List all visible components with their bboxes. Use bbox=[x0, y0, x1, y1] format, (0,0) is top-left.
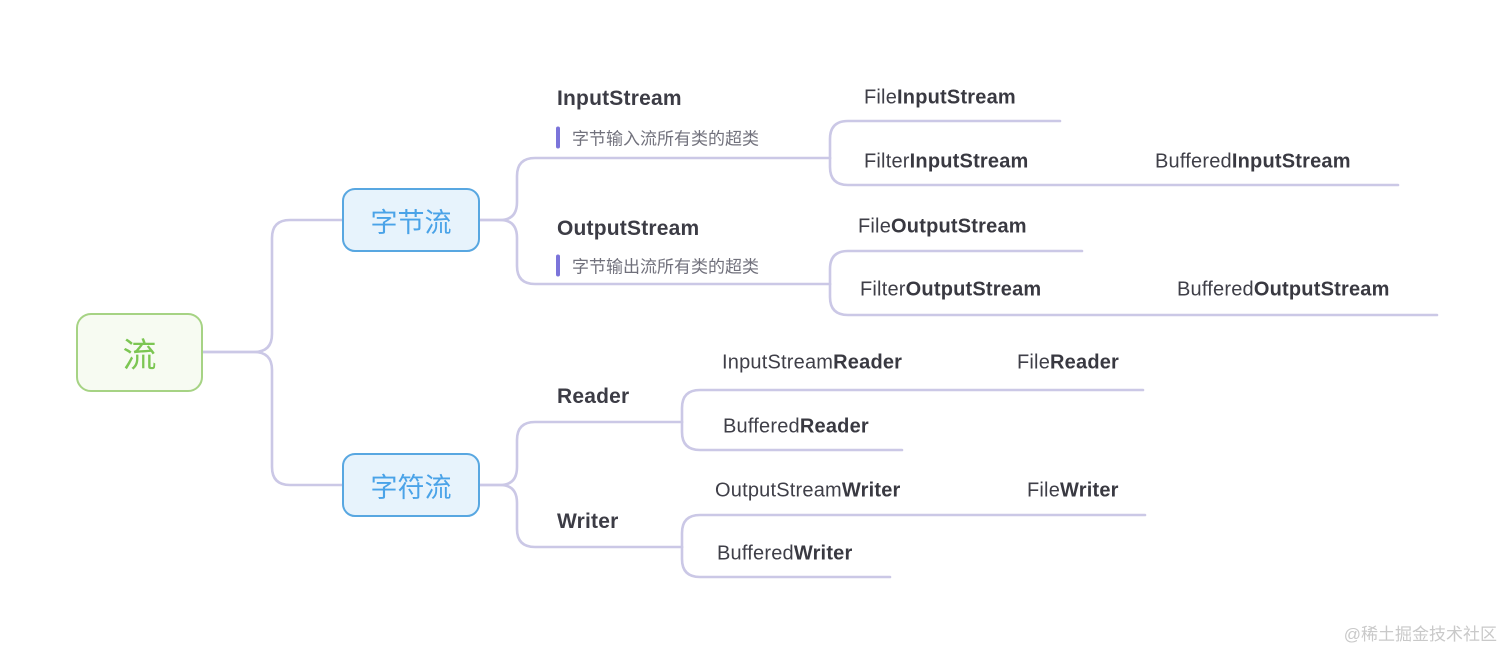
class-suffix: InputStream bbox=[1231, 150, 1351, 173]
node-root-label: 流 bbox=[122, 337, 157, 375]
edge-char-to-writer bbox=[478, 483, 684, 549]
class-suffix: InputStream bbox=[897, 86, 1016, 109]
class-fileinputstream: FileInputStream bbox=[864, 87, 1016, 110]
edge-root-to-char bbox=[201, 350, 344, 487]
node-char-stream: 字符流 bbox=[342, 453, 480, 517]
edge-outputstream-to-fileoutputstream bbox=[828, 249, 1084, 286]
class-prefix: File bbox=[864, 86, 898, 109]
node-byte-stream: 字节流 bbox=[342, 188, 480, 252]
note-outputstream: 字节输出流所有类的超类 bbox=[556, 253, 759, 278]
note-bar-icon bbox=[556, 126, 560, 148]
class-bufferedinputstream: BufferedInputStream bbox=[1155, 151, 1351, 174]
class-prefix: Buffered bbox=[1177, 278, 1254, 301]
class-fileoutputstream: FileOutputStream bbox=[858, 216, 1027, 239]
class-prefix: Buffered bbox=[1155, 150, 1232, 173]
topic-reader: Reader bbox=[557, 385, 630, 408]
edge-writer-to-outputstreamwriter bbox=[680, 513, 1147, 549]
edge-root-to-byte bbox=[201, 218, 344, 354]
class-filterinputstream: FilterInputStream bbox=[864, 151, 1029, 174]
edge-byte-to-outputstream bbox=[478, 218, 832, 286]
class-outputstreamwriter: OutputStreamWriter bbox=[715, 480, 901, 503]
node-byte-stream-label: 字节流 bbox=[370, 207, 452, 238]
class-prefix: InputStream bbox=[722, 351, 834, 374]
node-root-stream: 流 bbox=[76, 313, 203, 392]
class-suffix: Reader bbox=[1050, 351, 1120, 374]
edge-inputstream-to-filterinputstream bbox=[828, 156, 1400, 187]
class-prefix: File bbox=[1027, 479, 1061, 502]
class-suffix: Writer bbox=[841, 479, 901, 502]
watermark: @稀土掘金技术社区 bbox=[1343, 625, 1497, 644]
edge-writer-to-bufferedwriter bbox=[680, 545, 892, 579]
class-bufferedwriter: BufferedWriter bbox=[717, 543, 852, 566]
class-suffix: Reader bbox=[799, 415, 869, 438]
class-prefix: File bbox=[858, 215, 892, 238]
edge-outputstream-to-filteroutputstream bbox=[828, 282, 1439, 317]
class-inputstreamreader: InputStreamReader bbox=[722, 352, 902, 375]
edge-inputstream-to-fileinputstream bbox=[828, 119, 1062, 160]
note-inputstream-text: 字节输入流所有类的超类 bbox=[572, 129, 759, 149]
class-suffix: InputStream bbox=[909, 150, 1029, 173]
edge-char-to-reader bbox=[478, 420, 684, 487]
edge-byte-to-inputstream bbox=[478, 156, 832, 222]
class-suffix: OutputStream bbox=[1253, 278, 1390, 301]
class-bufferedreader: BufferedReader bbox=[723, 416, 869, 439]
class-prefix: File bbox=[1017, 351, 1051, 374]
class-prefix: OutputStream bbox=[715, 479, 842, 502]
class-filewriter: FileWriter bbox=[1027, 480, 1119, 503]
topic-inputstream: InputStream bbox=[557, 87, 682, 110]
note-bar-icon bbox=[556, 254, 560, 276]
class-filteroutputstream: FilterOutputStream bbox=[860, 279, 1041, 302]
note-outputstream-text: 字节输出流所有类的超类 bbox=[572, 257, 759, 277]
note-inputstream: 字节输入流所有类的超类 bbox=[556, 125, 759, 150]
node-char-stream-label: 字符流 bbox=[370, 472, 452, 503]
edge-reader-to-inputstreamreader bbox=[680, 388, 1145, 424]
class-prefix: Buffered bbox=[723, 415, 800, 438]
class-suffix: OutputStream bbox=[905, 278, 1042, 301]
edge-reader-to-bufferedreader bbox=[680, 420, 904, 452]
class-filereader: FileReader bbox=[1017, 352, 1119, 375]
class-prefix: Filter bbox=[860, 278, 906, 301]
class-bufferedoutputstream: BufferedOutputStream bbox=[1177, 279, 1390, 302]
class-suffix: OutputStream bbox=[891, 215, 1027, 238]
class-suffix: Reader bbox=[833, 351, 903, 374]
topic-outputstream: OutputStream bbox=[557, 217, 700, 240]
topic-writer: Writer bbox=[557, 510, 619, 533]
class-suffix: Writer bbox=[793, 542, 853, 565]
class-suffix: Writer bbox=[1060, 479, 1119, 502]
class-prefix: Filter bbox=[864, 150, 910, 173]
class-prefix: Buffered bbox=[717, 542, 794, 565]
